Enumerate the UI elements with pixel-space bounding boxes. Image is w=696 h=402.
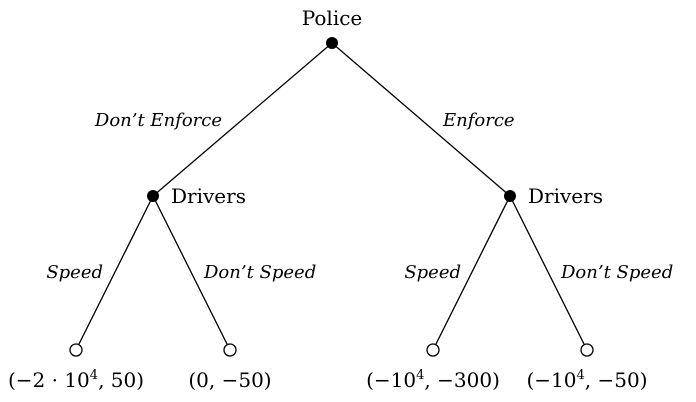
drivers-label-left: Drivers [171, 184, 246, 208]
payoff-4: (−104, −50) [526, 368, 647, 392]
action-label-speed-right: Speed [404, 262, 461, 283]
action-label-speed-left: Speed [46, 262, 103, 283]
edge-right-dont-speed [509, 195, 588, 351]
terminal-node-2 [223, 343, 237, 357]
payoff-1: (−2 · 104, 50) [8, 368, 144, 392]
terminal-node-3 [426, 343, 440, 357]
terminal-node-1 [69, 343, 83, 357]
edge-root-right [331, 42, 511, 197]
terminal-node-4 [580, 343, 594, 357]
action-label-dont-enforce: Don’t Enforce [94, 110, 222, 131]
edge-root-left [152, 42, 333, 197]
tree-edges [75, 42, 588, 351]
edge-left-speed [75, 195, 154, 351]
action-label-dont-speed-right: Don’t Speed [560, 262, 673, 283]
drivers-node-left [147, 190, 159, 202]
drivers-node-right [504, 190, 516, 202]
action-label-enforce: Enforce [442, 110, 515, 131]
edge-left-dont-speed [152, 195, 231, 351]
root-player-label: Police [302, 6, 363, 30]
payoff-3: (−104, −300) [366, 368, 500, 392]
payoff-2: (0, −50) [188, 368, 271, 392]
edge-right-speed [432, 195, 511, 351]
action-label-dont-speed-left: Don’t Speed [203, 262, 316, 283]
drivers-label-right: Drivers [528, 184, 603, 208]
root-node [326, 37, 338, 49]
